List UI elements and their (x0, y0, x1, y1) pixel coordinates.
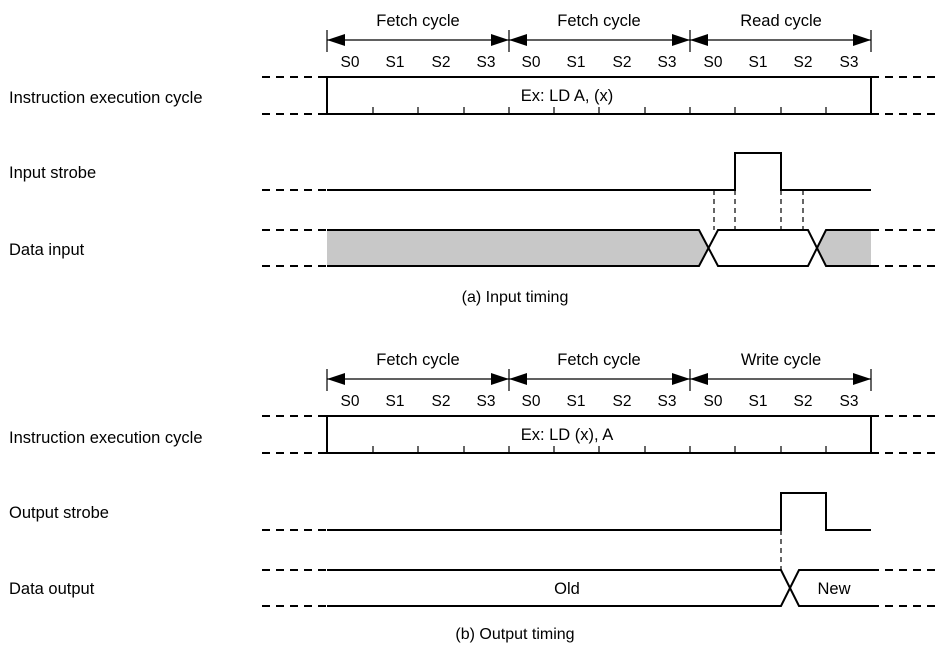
state-label: S0 (522, 54, 541, 71)
output-strobe-label: Output strobe (9, 504, 109, 522)
cycle-arrows (326, 369, 872, 391)
data-input-label: Data input (9, 241, 85, 259)
data-old-label: Old (554, 580, 580, 598)
input-strobe-label: Input strobe (9, 164, 96, 182)
state-label: S1 (386, 54, 405, 71)
state-label: S2 (432, 393, 451, 410)
data-new-label: New (817, 580, 850, 598)
cycle-label-fetch-1: Fetch cycle (376, 351, 459, 369)
cycle-label-read: Read cycle (740, 12, 822, 30)
state-label: S3 (477, 54, 496, 71)
data-output-label: Data output (9, 580, 95, 598)
state-labels: S0 S1 S2 S3 S0 S1 S2 S3 S0 S1 S2 S3 (341, 393, 859, 410)
state-label: S3 (477, 393, 496, 410)
output-timing-caption: (b) Output timing (455, 626, 574, 643)
state-label: S0 (341, 54, 360, 71)
data-output-waveform: Old New (262, 569, 935, 607)
state-label: S0 (704, 54, 723, 71)
instruction-text: Ex: LD A, (x) (521, 87, 614, 105)
input-timing-caption: (a) Input timing (462, 289, 569, 306)
data-input-waveform (262, 190, 935, 267)
state-label: S0 (341, 393, 360, 410)
state-label: S0 (522, 393, 541, 410)
cycle-label-write: Write cycle (741, 351, 821, 369)
instruction-text: Ex: LD (x), A (521, 426, 614, 444)
cycle-label-fetch-2: Fetch cycle (557, 12, 640, 30)
state-label: S3 (658, 393, 677, 410)
state-label: S1 (567, 54, 586, 71)
output-timing-panel: Fetch cycle Fetch cycle Write cycle S0 S… (9, 351, 935, 643)
state-label: S2 (613, 393, 632, 410)
exec-cycle-bar: Ex: LD A, (x) (262, 76, 935, 115)
state-label: S1 (386, 393, 405, 410)
state-label: S3 (840, 54, 859, 71)
exec-cycle-bar: Ex: LD (x), A (262, 415, 935, 454)
state-label: S0 (704, 393, 723, 410)
state-label: S2 (794, 393, 813, 410)
input-strobe-waveform (262, 152, 871, 191)
state-label: S3 (840, 393, 859, 410)
input-timing-panel: Fetch cycle Fetch cycle Read cycle S0 S1… (9, 12, 935, 306)
exec-cycle-label: Instruction execution cycle (9, 429, 203, 447)
cycle-arrows (326, 30, 872, 52)
cycle-label-fetch-2: Fetch cycle (557, 351, 640, 369)
state-label: S2 (613, 54, 632, 71)
state-label: S3 (658, 54, 677, 71)
state-labels: S0 S1 S2 S3 S0 S1 S2 S3 S0 S1 S2 S3 (341, 54, 859, 71)
state-label: S1 (749, 54, 768, 71)
state-label: S2 (794, 54, 813, 71)
state-label: S2 (432, 54, 451, 71)
output-strobe-waveform (262, 492, 871, 570)
cycle-label-fetch-1: Fetch cycle (376, 12, 459, 30)
exec-cycle-label: Instruction execution cycle (9, 89, 203, 107)
state-label: S1 (567, 393, 586, 410)
state-label: S1 (749, 393, 768, 410)
